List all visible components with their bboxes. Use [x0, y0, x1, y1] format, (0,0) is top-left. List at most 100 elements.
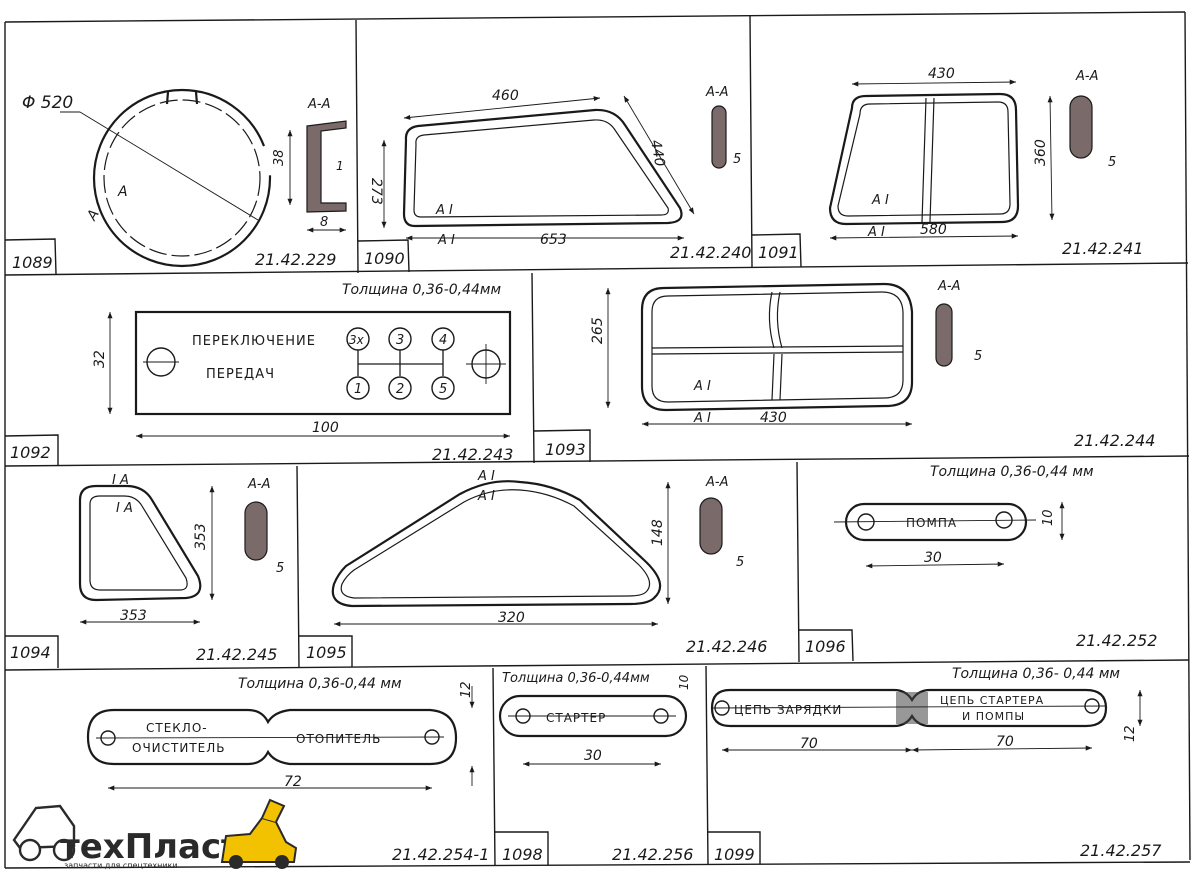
part-1098: Толщина 0,36-0,44мм СТАРТЕР 30 10 1098 2…	[498, 671, 693, 864]
dim-right: 440	[647, 139, 667, 168]
section-title: A-A	[1075, 69, 1098, 84]
dim-width: 430	[760, 410, 787, 426]
cell-number: 1093	[545, 440, 586, 459]
cell-number: 1091	[758, 243, 799, 262]
diameter-label: Φ 520	[22, 93, 73, 113]
section-title: A-A	[705, 475, 728, 490]
dim-width-2: 70	[996, 734, 1014, 750]
brand-tagline: запчасти для спецтехники	[64, 861, 178, 870]
dim-width: 320	[498, 610, 525, 626]
mark-ia-b: I A	[116, 501, 133, 516]
dim-height: 12	[459, 681, 474, 698]
part-1097: Толщина 0,36-0,44 мм СТЕКЛО- ОЧИСТИТЕЛЬ …	[86, 676, 489, 864]
label-left-1: СТЕКЛО-	[146, 721, 208, 735]
gear-3x: 3x	[349, 333, 365, 347]
gear-1: 1	[354, 382, 362, 397]
cell-number: 1090	[364, 249, 405, 268]
part-code: 21.42.241	[1062, 239, 1143, 258]
dim-top: 430	[928, 66, 955, 82]
section-title: A-A	[937, 279, 960, 294]
dim-1: 1	[336, 159, 344, 173]
loader-icon	[12, 804, 76, 862]
part-1090: 460 440 273 653 A I A I A-A 5 1090 21.42…	[364, 85, 751, 268]
thickness-note: Толщина 0,36- 0,44 мм	[952, 666, 1120, 682]
gear-3: 3	[396, 333, 404, 348]
dim-top: 460	[492, 88, 519, 104]
part-code: 21.42.240	[670, 243, 751, 262]
mark-a1-b: A I	[867, 225, 885, 240]
number-boxes	[4, 233, 854, 865]
section-width: 5	[1108, 155, 1116, 170]
part-1089: Φ 520 A A A-A 38 1 8 1089 21.42.229	[12, 88, 347, 272]
mark-a1: A I	[693, 379, 711, 394]
thickness-note: Толщина 0,36-0,44мм	[342, 282, 501, 298]
part-1096: Толщина 0,36-0,44 мм ПОМПА 30 10 1096 21…	[805, 464, 1157, 656]
part-1093: 265 430 A I A I A-A 5 1093 21.42.244	[545, 279, 1155, 459]
section-title: A-A	[247, 477, 270, 492]
dim-bottom: 580	[920, 222, 947, 238]
dim-height: 32	[92, 350, 108, 368]
label-line2: ПЕРЕДАЧ	[206, 367, 275, 382]
label-right-2: И ПОМПЫ	[962, 710, 1025, 723]
part-code: 21.42.254-1	[392, 845, 489, 864]
dim-width: 72	[284, 774, 302, 790]
mark-a1: A I	[871, 193, 889, 208]
label-right: ОТОПИТЕЛЬ	[296, 732, 381, 746]
dim-8: 8	[320, 215, 328, 230]
label-line1: ПЕРЕКЛЮЧЕНИЕ	[192, 334, 316, 349]
label: ПОМПА	[906, 516, 957, 530]
section-width: 5	[736, 555, 744, 570]
label-left-2: ОЧИСТИТЕЛЬ	[132, 741, 226, 755]
mark-a1-b: A I	[437, 233, 455, 248]
sheet-grid	[4, 11, 1191, 869]
part-1091: 430 360 580 A I A I A-A 5 1091 21.42.241	[758, 66, 1143, 262]
mark-a1: A I	[435, 203, 453, 218]
brand-logo: техПласт запчасти для спецтехники	[12, 798, 298, 870]
label: СТАРТЕР	[546, 711, 606, 725]
label-right-1: ЦЕПЬ СТАРТЕРА	[940, 694, 1044, 707]
part-1092: Толщина 0,36-0,44мм ПЕРЕКЛЮЧЕНИЕ ПЕРЕДАЧ…	[10, 282, 513, 464]
thickness-note: Толщина 0,36-0,44 мм	[238, 676, 402, 692]
mark-a1-b: A I	[477, 489, 495, 504]
part-1095: 148 320 A I A I A-A 5 1095 21.42.246	[306, 469, 767, 662]
part-code: 21.42.229	[255, 250, 336, 269]
dim-height: 360	[1033, 139, 1049, 166]
cell-number: 1094	[10, 643, 51, 662]
dim-width: 353	[120, 608, 147, 624]
section-width: 5	[974, 349, 982, 364]
part-code: 21.42.252	[1076, 631, 1157, 650]
section-title: A-A	[705, 85, 728, 100]
part-code: 21.42.256	[612, 845, 693, 864]
brand-name: техПласт	[60, 827, 241, 867]
cell-number: 1099	[714, 845, 755, 864]
dim-bottom: 653	[540, 232, 567, 248]
mark-a1: A I	[477, 469, 495, 484]
part-1099: Толщина 0,36- 0,44 мм ЦЕПЬ ЗАРЯДКИ ЦЕПЬ …	[710, 666, 1162, 864]
excavator-icon	[220, 798, 298, 869]
dim-width: 30	[584, 748, 602, 764]
part-1094: 353 353 I A I A A-A 5 1094 21.42.245	[10, 473, 284, 664]
part-code: 21.42.257	[1080, 841, 1162, 860]
cell-number: 1098	[502, 845, 543, 864]
section-width: 5	[276, 561, 284, 576]
dim-height: 10	[1041, 509, 1056, 526]
gear-4: 4	[439, 333, 447, 348]
gear-5: 5	[439, 382, 447, 397]
dim-width: 100	[312, 420, 339, 436]
dim-height: 10	[677, 674, 691, 690]
dim-width: 30	[924, 550, 942, 566]
dim-left: 273	[368, 178, 384, 205]
dim-width-1: 70	[800, 736, 818, 752]
cell-number: 1095	[306, 643, 347, 662]
dim-height: 353	[193, 523, 209, 550]
part-code: 21.42.243	[432, 445, 513, 464]
part-code: 21.42.244	[1074, 431, 1155, 450]
dim-height: 148	[650, 519, 666, 546]
section-mark: A	[117, 184, 128, 200]
cell-number: 1096	[805, 637, 846, 656]
section-title: A-A	[307, 97, 330, 112]
section-width: 5	[733, 152, 741, 167]
part-code: 21.42.245	[196, 645, 277, 664]
mark-a1-b: A I	[693, 411, 711, 426]
